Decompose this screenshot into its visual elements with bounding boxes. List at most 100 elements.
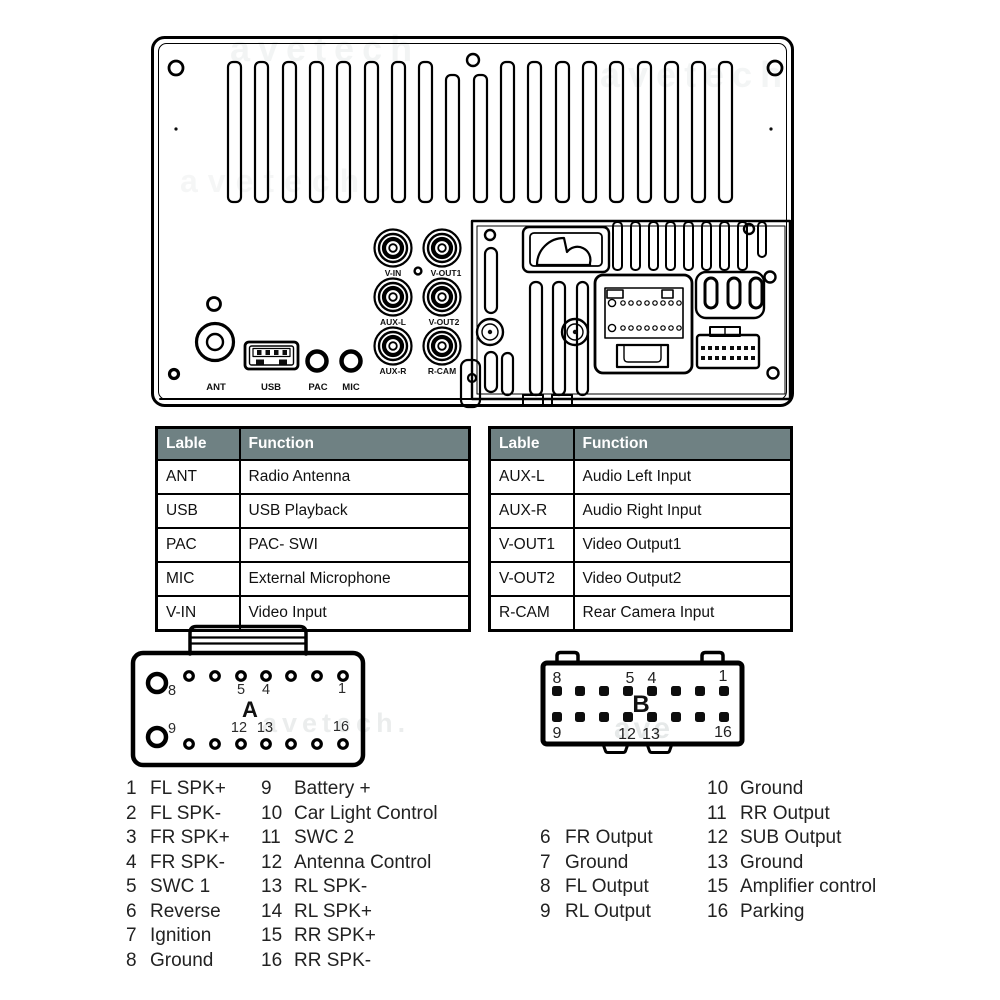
pin-10 — [183, 738, 195, 750]
pin-14 — [671, 712, 681, 722]
pin-label-16: 16 — [714, 724, 732, 741]
pin-6 — [599, 686, 609, 696]
ant-label: ANT — [206, 382, 226, 393]
aux-l-label: AUX-L — [380, 317, 406, 327]
rca-v-out1-jack — [422, 228, 462, 268]
pin-5 — [235, 670, 247, 682]
pin-label-9: 9 — [168, 721, 176, 737]
aux-r-label: AUX-R — [380, 366, 407, 376]
mic-connector — [339, 349, 363, 373]
pin-4 — [260, 670, 272, 682]
pin-label-9: 9 — [553, 725, 562, 742]
pin-7 — [575, 686, 585, 696]
head-unit-rear-view: V-IN V-OUT1 AUX-L V-OUT2 AUX-R R-CAM ANT… — [151, 36, 794, 409]
screw-bosses — [475, 222, 780, 380]
pin-2 — [695, 686, 705, 696]
small-hole — [413, 266, 423, 276]
pin-3 — [285, 670, 297, 682]
rca-jacks: V-IN V-OUT1 AUX-L V-OUT2 AUX-R R-CAM — [373, 228, 462, 376]
table-header-lable: Lable — [155, 426, 241, 461]
pin-label-5: 5 — [237, 682, 245, 698]
pin-13 — [647, 712, 657, 722]
rca-v-in-jack — [373, 228, 413, 268]
connector-b-foot — [645, 742, 674, 754]
usb-port — [243, 340, 300, 371]
pin-3 — [671, 686, 681, 696]
connector-a-tab — [188, 624, 308, 656]
pin-label-8: 8 — [553, 670, 562, 687]
connector-b-letter: B — [632, 691, 649, 718]
pin-label-1: 1 — [719, 668, 728, 685]
panel-foot — [551, 394, 573, 407]
small-screw-hole — [206, 296, 222, 312]
pin-12 — [623, 712, 633, 722]
pin-12 — [235, 738, 247, 750]
pin-label-13: 13 — [257, 720, 273, 736]
pin-7 — [183, 670, 195, 682]
pin-8 — [145, 671, 169, 695]
table-header-function: Function — [238, 426, 471, 461]
pin-11 — [599, 712, 609, 722]
connector-b-tab-right — [700, 650, 725, 665]
mic-label: MIC — [342, 382, 360, 393]
vent-slots — [226, 60, 734, 204]
pin-label-4: 4 — [648, 670, 657, 687]
pin-label-16: 16 — [333, 719, 349, 735]
pin-label-8: 8 — [168, 683, 176, 699]
pin-11 — [209, 738, 221, 750]
pin-label-13: 13 — [642, 726, 660, 743]
usb-label: USB — [261, 382, 281, 393]
connector-a-diagram: 8 5 4 1 9 12 13 16 A — [130, 624, 366, 768]
small-screw-hole — [167, 367, 181, 381]
pin-14 — [285, 738, 297, 750]
pin-1 — [337, 670, 349, 682]
harness-socket-b — [695, 326, 761, 370]
pin-label-12: 12 — [231, 720, 247, 736]
rca-aux-r-jack — [373, 326, 413, 366]
v-in-label: V-IN — [385, 268, 402, 278]
r-cam-label: R-CAM — [428, 366, 456, 376]
amp-panel — [470, 219, 792, 407]
pin-5 — [623, 686, 633, 696]
pin-16 — [337, 738, 349, 750]
connector-b-body — [540, 660, 745, 747]
heatsink-fins-top — [612, 221, 767, 271]
pin-label-12: 12 — [618, 726, 636, 743]
bottom-edge-bracket — [459, 358, 482, 409]
fan-box — [521, 225, 611, 274]
pac-connector — [305, 349, 329, 373]
v-out2-label: V-OUT2 — [429, 317, 460, 327]
rca-v-out2-jack — [422, 277, 462, 317]
pin-13 — [260, 738, 272, 750]
